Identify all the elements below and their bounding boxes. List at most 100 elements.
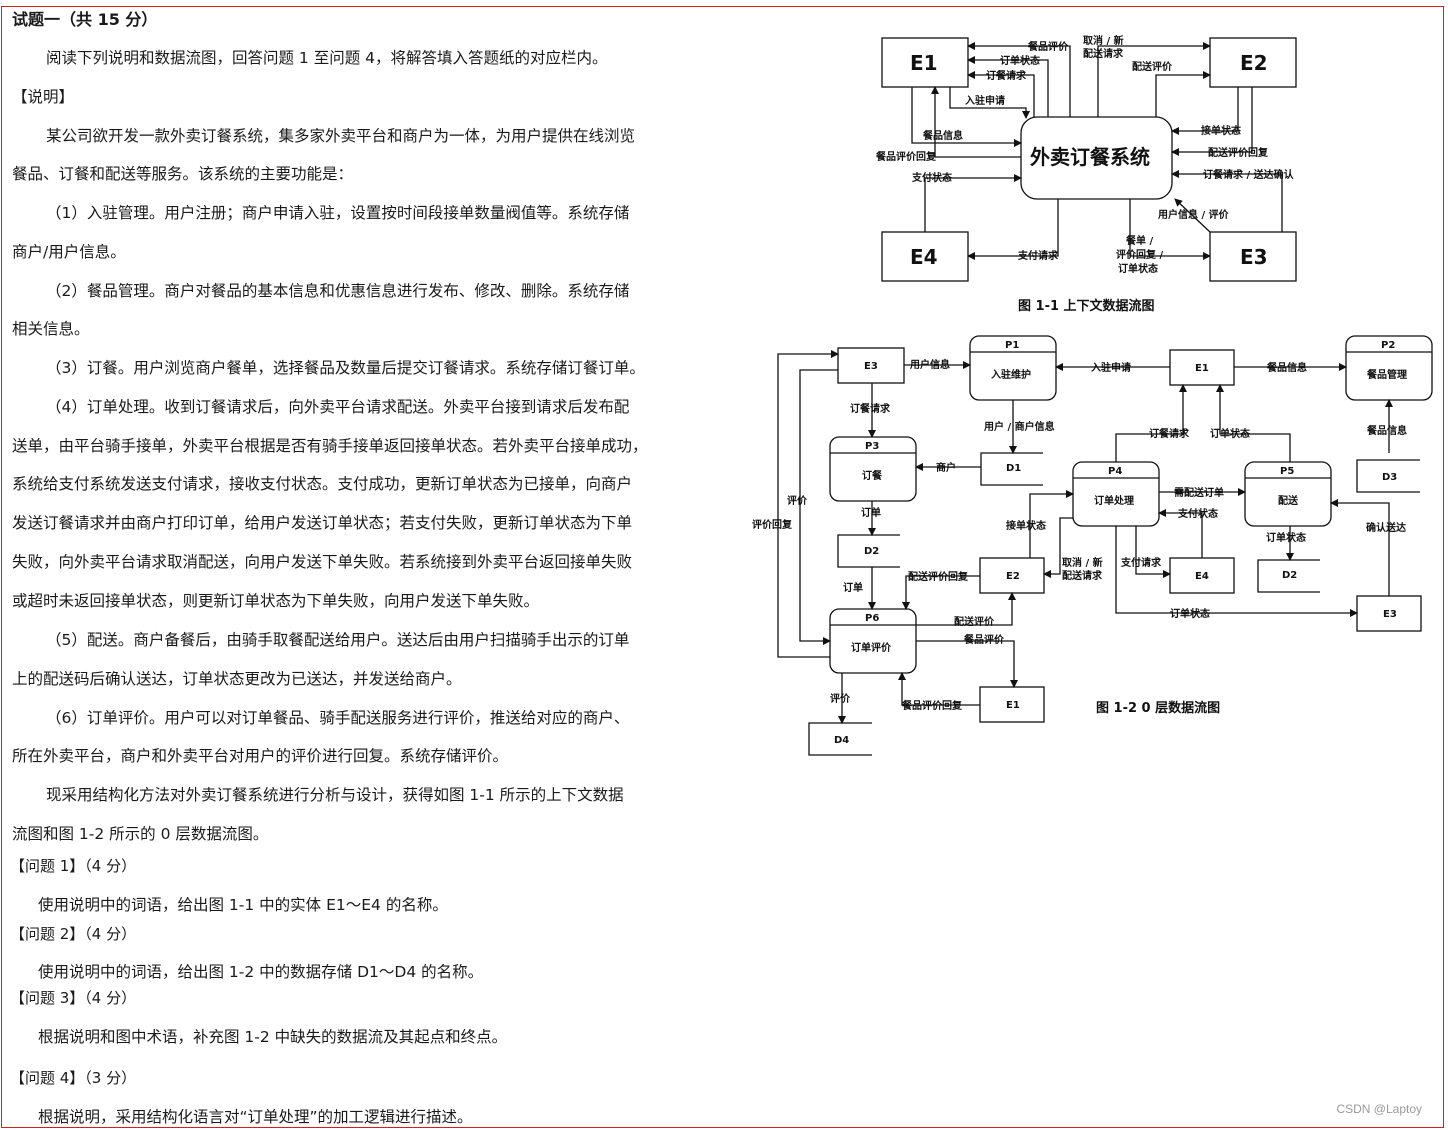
flow-order-confirm-line [1171,170,1283,232]
flow-label: 支付状态 [1177,507,1218,520]
paragraph-line: 送单，由平台骑手接单，外卖平台根据是否有骑手接单返回接单状态。若外卖平台接单成功… [12,437,648,455]
question-3-heading: 【问题 3】（4 分） [10,989,137,1007]
paragraph-line: 所在外卖平台，商户和外卖平台对用户的评价进行回复。系统存储评价。 [12,747,509,765]
flow-pay-status-line [1158,509,1203,558]
paragraph-line: 流图和图 1-2 所示的 0 层数据流图。 [12,825,269,843]
flow-pay-status-line [924,174,1022,232]
flow-order-status-line [1216,384,1291,462]
store-d1-label: D1 [1006,463,1021,474]
paragraph-line: 上的配送码后确认送达，订单状态更改为已送达，并发送给商户。 [12,670,462,688]
entity-e3-bottom-label: E3 [1383,609,1397,620]
entity-e1-bottom-label: E1 [1006,700,1020,711]
flow-label: 入驻申请 [1091,361,1131,374]
question-2-heading: 【问题 2】（4 分） [10,925,137,943]
flow-label: 用户信息 [909,358,950,371]
flow-label: 入驻申请 [965,94,1005,107]
flow-label: 餐品评价 [963,633,1005,646]
paragraph-line: 餐品、订餐和配送等服务。该系统的主要功能是： [12,165,354,183]
question-1-text: 使用说明中的词语，给出图 1-1 中的实体 E1～E4 的名称。 [38,896,448,914]
paragraph-line: 某公司欲开发一款外卖订餐系统，集多家外卖平台和商户为一体，为用户提供在线浏览 [46,127,636,145]
description-heading: 【说明】 [12,88,75,106]
flow-label: 用户 / 商户信息 [983,420,1055,433]
paragraph-line: （3）订餐。用户浏览商户餐单，选择餐品及数量后提交订餐请求。系统存储订餐订单。 [46,359,645,377]
flow-delivery-eval-line [916,592,1016,626]
flow-label: 配送请求 [1083,47,1124,60]
store-d3-label: D3 [1382,472,1397,483]
flow-accept-line [1029,490,1074,558]
flow-label: 配送评价 [954,615,995,628]
flow-delivery-reply-line [1171,87,1253,156]
flow-eval-reply-line [931,86,1021,158]
paragraph-line: 相关信息。 [12,320,90,338]
intro-paragraph: 阅读下列说明和数据流图，回答问题 1 至问题 4，将解答填入答题纸的对应栏内。 [46,49,608,67]
flow-label: 支付状态 [911,171,952,184]
entity-e3-label: E3 [1240,245,1268,269]
flow-label: 接单状态 [1006,519,1046,532]
process-p2-id: P2 [1381,340,1395,351]
flow-meal-eval-reply-line [898,672,980,706]
flow-label: 餐品评价回复 [901,699,963,712]
flow-label: 需配送订单 [1174,486,1224,499]
flow-label: 配送请求 [1062,569,1103,582]
flow-label: 订单状态 [1170,607,1210,620]
flow-label: 订餐请求 [986,69,1027,82]
flow-label: 订单 [861,506,881,519]
figure-1-2-caption: 图 1-2 0 层数据流图 [1096,700,1220,716]
process-p5-id: P5 [1280,466,1294,477]
process-p3-name: 订餐 [862,469,883,482]
flow-order-status3-line [1115,526,1358,617]
flow-label: 订餐请求 [850,402,891,415]
flow-accept-status-line [1171,87,1239,135]
flow-evaluate-line [799,369,838,645]
flow-label: 餐品信息 [922,129,963,142]
entity-e1-label: E1 [910,51,938,75]
flow-label: 确认送达 [1366,521,1406,534]
flow-label: 订单 [843,581,863,594]
paragraph-line: 系统给支付系统发送支付请求，接收支付状态。支付成功，更新订单状态为已接单，向商户 [12,475,633,493]
flow-label: 订单状态 [1210,427,1250,440]
process-p4-name: 订单处理 [1094,494,1134,507]
process-p1-id: P1 [1005,340,1019,351]
flow-label: 取消 / 新 [1062,556,1103,569]
entity-e4-label: E4 [1195,571,1209,582]
flow-label: 支付请求 [1120,556,1162,569]
process-p2-name: 餐品管理 [1366,368,1407,381]
flow-label: 支付请求 [1017,249,1059,262]
flow-label: 评价回复 [752,518,793,531]
flow-label: 订单状态 [1000,54,1040,67]
flow-label: 评价回复 / [1116,248,1163,261]
paragraph-line: 现采用结构化方法对外卖订餐系统进行分析与设计，获得如图 1-1 所示的上下文数据 [46,786,624,804]
entity-e2-label: E2 [1240,51,1268,75]
flow-confirm-line [1330,499,1390,596]
question-title: 试题一（共 15 分） [12,10,158,29]
flow-join-line [949,87,1030,119]
process-p6-name: 订单评价 [851,641,892,654]
flow-label: 订餐请求 [1149,427,1190,440]
paragraph-line: （5）配送。商户备餐后，由骑手取餐配送给用户。送达后由用户扫描骑手出示的订单 [46,631,630,649]
flow-label: 接单状态 [1201,124,1241,137]
question-4-text: 根据说明，采用结构化语言对“订单处理”的加工逻辑进行描述。 [38,1108,473,1126]
flow-label: 订单状态 [1266,531,1306,544]
paragraph-line: （2）餐品管理。商户对餐品的基本信息和优惠信息进行发布、修改、删除。系统存储 [46,282,630,300]
flow-order-status-line [967,56,1049,117]
entity-e4-label: E4 [910,245,938,269]
store-d2b-label: D2 [1282,570,1297,581]
flow-label: 评价 [830,692,851,705]
flow-label: 餐单 / [1125,234,1153,247]
paragraph-line: 或超时未返回接单状态，则更新订单状态为下单失败，向用户发送下单失败。 [12,592,540,610]
process-p3-id: P3 [865,441,879,452]
flow-order-req-line [967,71,1035,117]
paragraph-line: 发送订餐请求并由商户打印订单，给用户发送订单状态；若支付失败，更新订单状态为下单 [12,514,633,532]
flow-label: 餐品信息 [1266,361,1307,374]
flow-cancel-line [1097,42,1211,117]
flow-pay-req-line [1135,526,1171,578]
store-d3-outline [1356,459,1420,493]
flow-label: 评价 [787,494,808,507]
flow-label: 用户信息 / 评价 [1157,208,1230,221]
flow-label: 配送评价 [1132,60,1173,73]
paragraph-line: （6）订单评价。用户可以对订单餐品、骑手配送服务进行评价，推送给对应的商户、 [46,709,630,727]
process-p1-name: 入驻维护 [991,368,1031,381]
entity-e3-top-label: E3 [864,361,878,372]
entity-e2-label: E2 [1006,571,1020,582]
flow-label: 配送评价回复 [908,570,969,583]
